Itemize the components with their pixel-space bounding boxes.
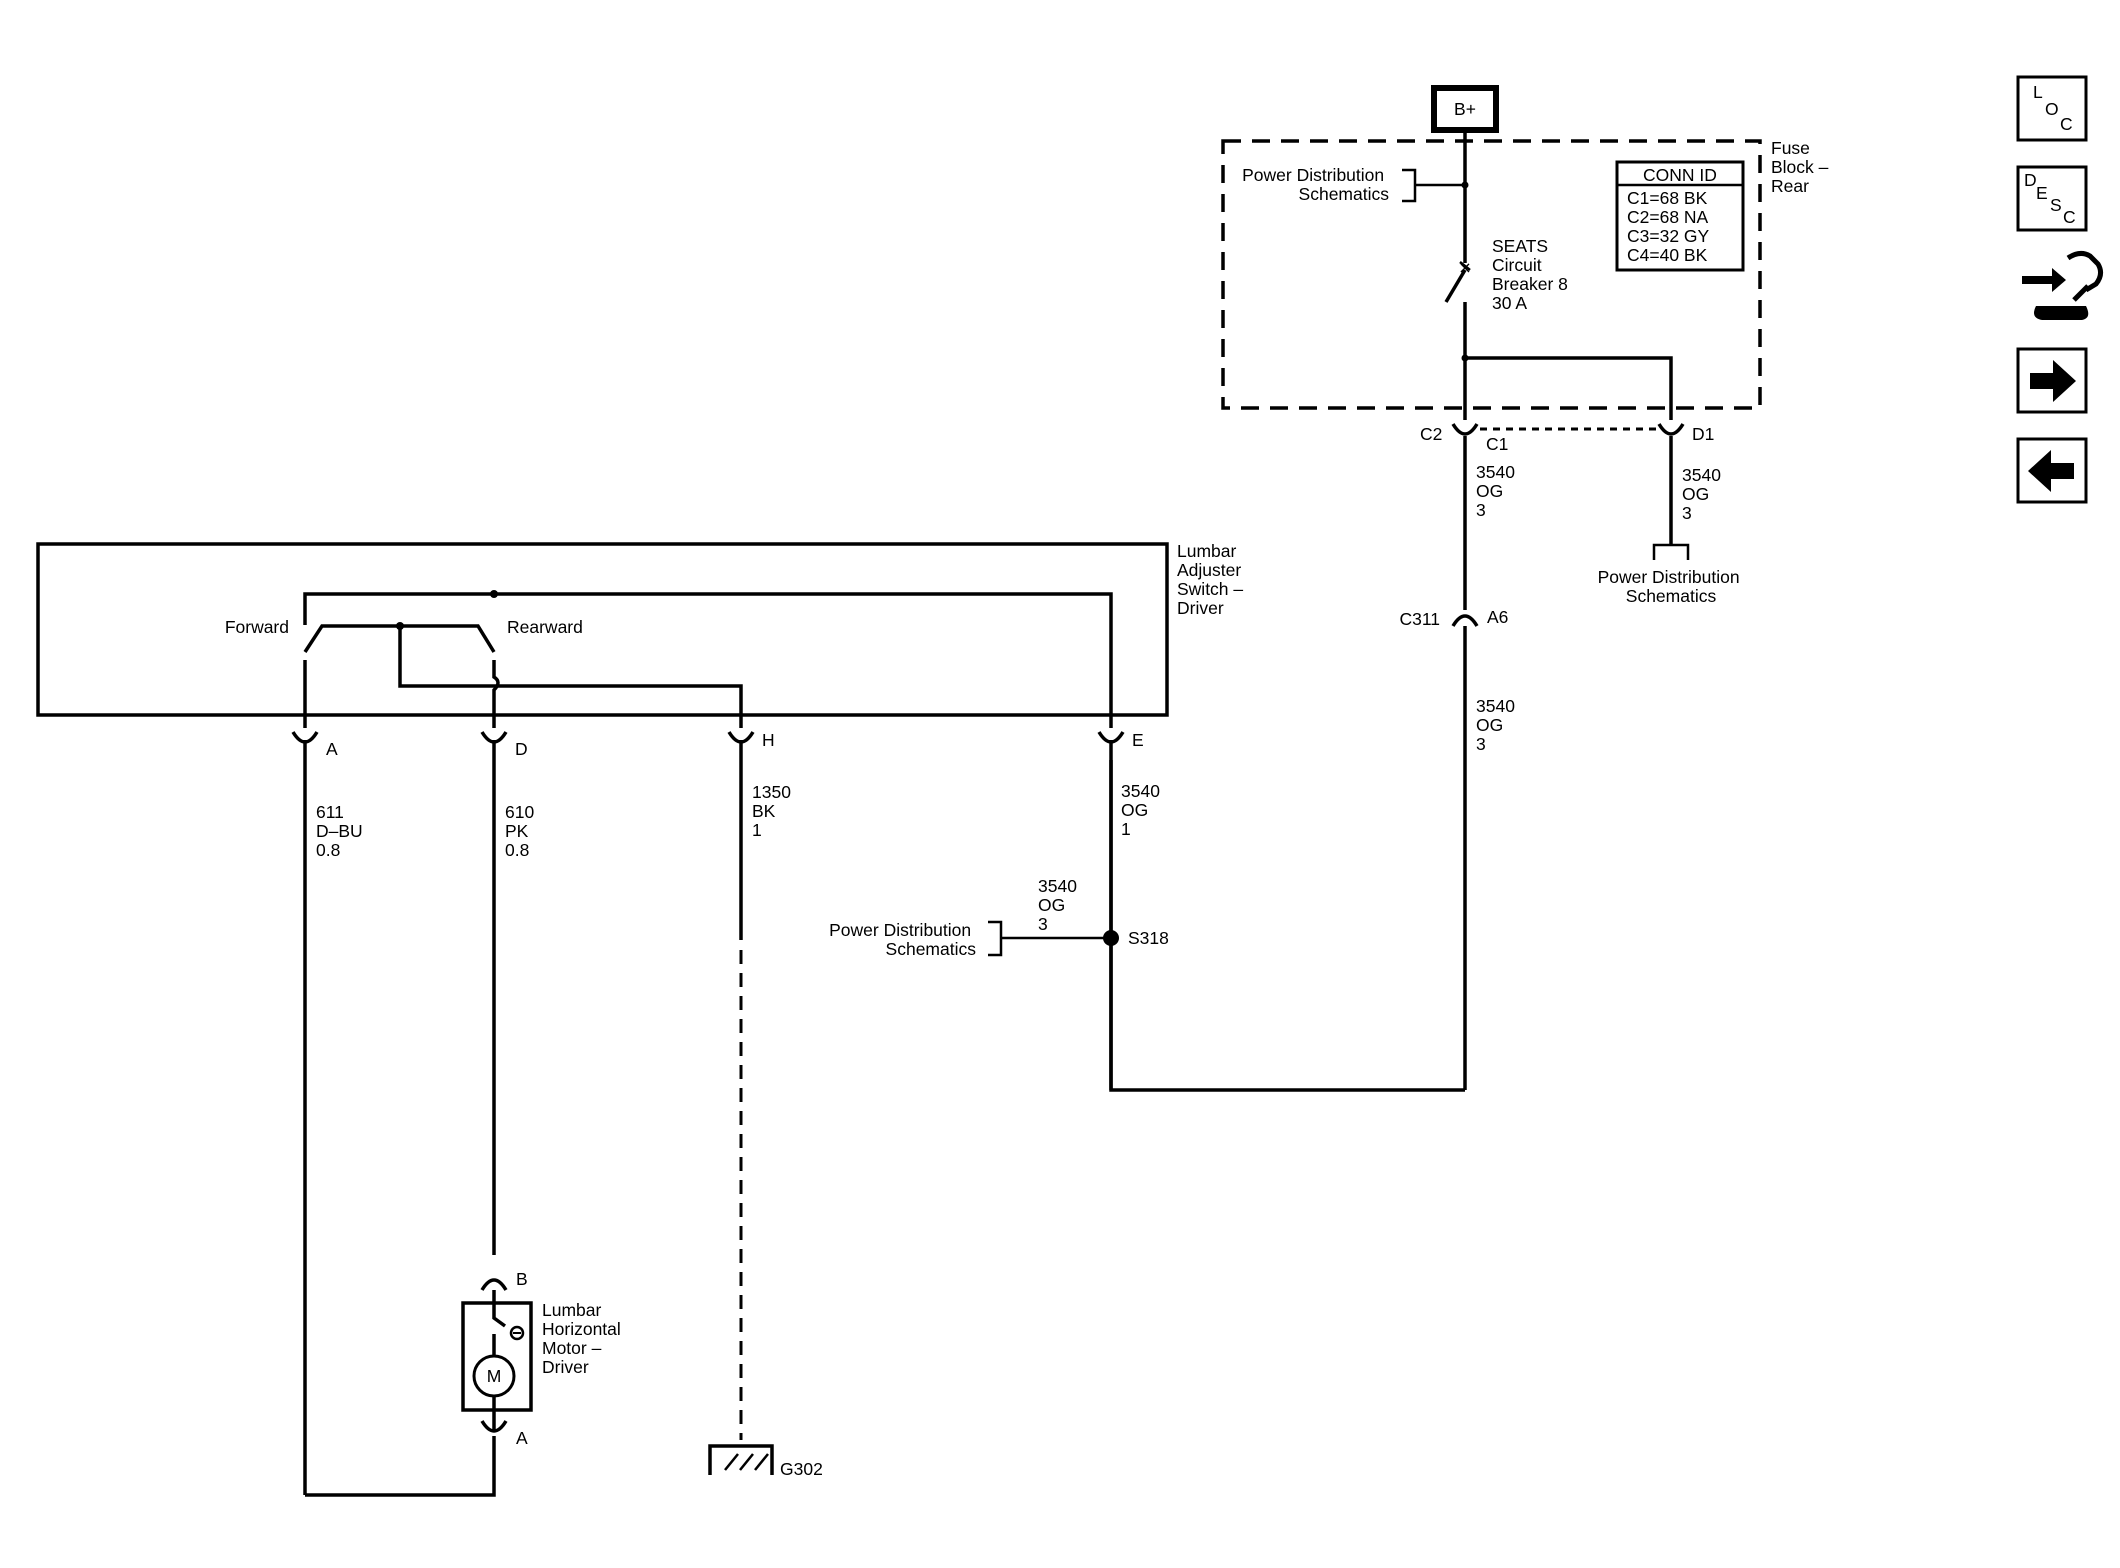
pin-c2-label: C2 bbox=[1420, 424, 1442, 444]
loc-icon: L bbox=[2033, 82, 2043, 102]
svg-text:E: E bbox=[1132, 730, 1144, 750]
switch-pin-h: H bbox=[727, 730, 775, 750]
nav-next-button[interactable] bbox=[2016, 347, 2088, 414]
svg-text:D: D bbox=[515, 739, 528, 759]
svg-text:A: A bbox=[516, 1428, 528, 1448]
conn-id-table: CONN ID C1=68 BK C2=68 NA C3=32 GY C4=40… bbox=[1615, 160, 1745, 272]
splice-s318: S318 bbox=[1103, 928, 1169, 948]
ground-g302: G302 bbox=[708, 1444, 823, 1479]
wire-3540-label: 3540 OG 1 bbox=[1121, 781, 1165, 839]
connector-c311: C311 A6 bbox=[1399, 607, 1508, 629]
conn-id-row: C3=32 GY bbox=[1627, 226, 1710, 246]
conn-id-header: CONN ID bbox=[1643, 165, 1717, 185]
connector-hand-icon bbox=[2022, 250, 2104, 320]
wire-611-label: 611 D–BU 0.8 bbox=[316, 802, 368, 860]
svg-text:M: M bbox=[487, 1366, 502, 1386]
rearward-label: Rearward bbox=[507, 617, 583, 637]
conn-id-row: C2=68 NA bbox=[1627, 207, 1709, 227]
motor-title: Lumbar Horizontal Motor – Driver bbox=[542, 1300, 626, 1377]
d1-power-distribution-ref[interactable]: Power Distribution Schematics bbox=[1598, 567, 1745, 606]
switch-title: Lumbar Adjuster Switch – Driver bbox=[1177, 541, 1248, 618]
wire-3540-label: 3540 OG 3 bbox=[1682, 465, 1726, 523]
arrow-right-icon bbox=[2030, 360, 2076, 402]
switch-pin-a: A bbox=[291, 731, 338, 759]
nav-prev-button[interactable] bbox=[2016, 437, 2088, 504]
pin-c1-label: C1 bbox=[1486, 434, 1508, 454]
svg-text:A: A bbox=[326, 739, 338, 759]
fuse-block-connector-d1: D1 bbox=[1657, 423, 1714, 444]
conn-id-row: C1=68 BK bbox=[1627, 188, 1708, 208]
wire-3540-label: 3540 OG 3 bbox=[1476, 696, 1520, 754]
wire-3540-label: 3540 OG 3 bbox=[1038, 876, 1082, 934]
lumbar-horizontal-motor: M Lumbar Horizontal Motor – Driver bbox=[461, 1290, 626, 1430]
svg-text:C: C bbox=[2063, 207, 2076, 227]
switch-pin-e: E bbox=[1097, 730, 1144, 750]
ground-icon bbox=[708, 1444, 774, 1475]
seats-circuit-breaker-label: SEATS Circuit Breaker 8 30 A bbox=[1492, 236, 1573, 313]
lumbar-adjuster-switch: Lumbar Adjuster Switch – Driver Forward … bbox=[36, 541, 1248, 728]
s318-power-distribution-ref[interactable]: Power Distribution Schematics bbox=[829, 920, 976, 959]
wire-3540-label: 3540 OG 3 bbox=[1476, 462, 1520, 520]
svg-text:S: S bbox=[2050, 195, 2062, 215]
c311-pin-label: A6 bbox=[1487, 607, 1508, 627]
wire-610-label: 610 PK 0.8 bbox=[505, 802, 539, 860]
arrow-left-icon bbox=[2028, 450, 2074, 492]
svg-text:G302: G302 bbox=[780, 1459, 823, 1479]
switch-pin-d: D bbox=[480, 731, 528, 759]
fuse-block-title: Fuse Block – Rear bbox=[1771, 138, 1833, 196]
svg-text:B: B bbox=[516, 1269, 528, 1289]
svg-text:C: C bbox=[2060, 114, 2073, 134]
nav-desc-button[interactable]: D E S C bbox=[2016, 165, 2088, 232]
svg-text:O: O bbox=[2045, 99, 2059, 119]
breaker-contact-mark: × bbox=[1458, 258, 1471, 277]
conn-id-row: C4=40 BK bbox=[1627, 245, 1708, 265]
desc-icon: D bbox=[2024, 170, 2037, 190]
forward-label: Forward bbox=[225, 617, 289, 637]
svg-text:E: E bbox=[2036, 183, 2048, 203]
svg-text:S318: S318 bbox=[1128, 928, 1169, 948]
fuse-block-power-ref[interactable]: Power Distribution Schematics bbox=[1242, 165, 1389, 204]
thermal-protector-icon bbox=[509, 1325, 525, 1341]
motor-pin-a: A bbox=[480, 1420, 528, 1448]
motor-pin-b: B bbox=[480, 1269, 528, 1291]
fuse-block-rear: Fuse Block – Rear Power Distribution Sch… bbox=[1221, 138, 1833, 420]
c311-label: C311 bbox=[1399, 609, 1440, 629]
pin-d1-label: D1 bbox=[1692, 424, 1714, 444]
nav-connector-button[interactable] bbox=[2022, 250, 2104, 320]
wire-1350-label: 1350 BK 1 bbox=[752, 782, 796, 840]
battery-positive-box: B+ bbox=[1431, 85, 1499, 133]
battery-positive-label: B+ bbox=[1454, 99, 1476, 119]
svg-text:H: H bbox=[762, 730, 775, 750]
nav-loc-button[interactable]: L O C bbox=[2016, 75, 2088, 142]
fuse-block-connector-c1-c2: C2 C1 bbox=[1420, 423, 1508, 454]
